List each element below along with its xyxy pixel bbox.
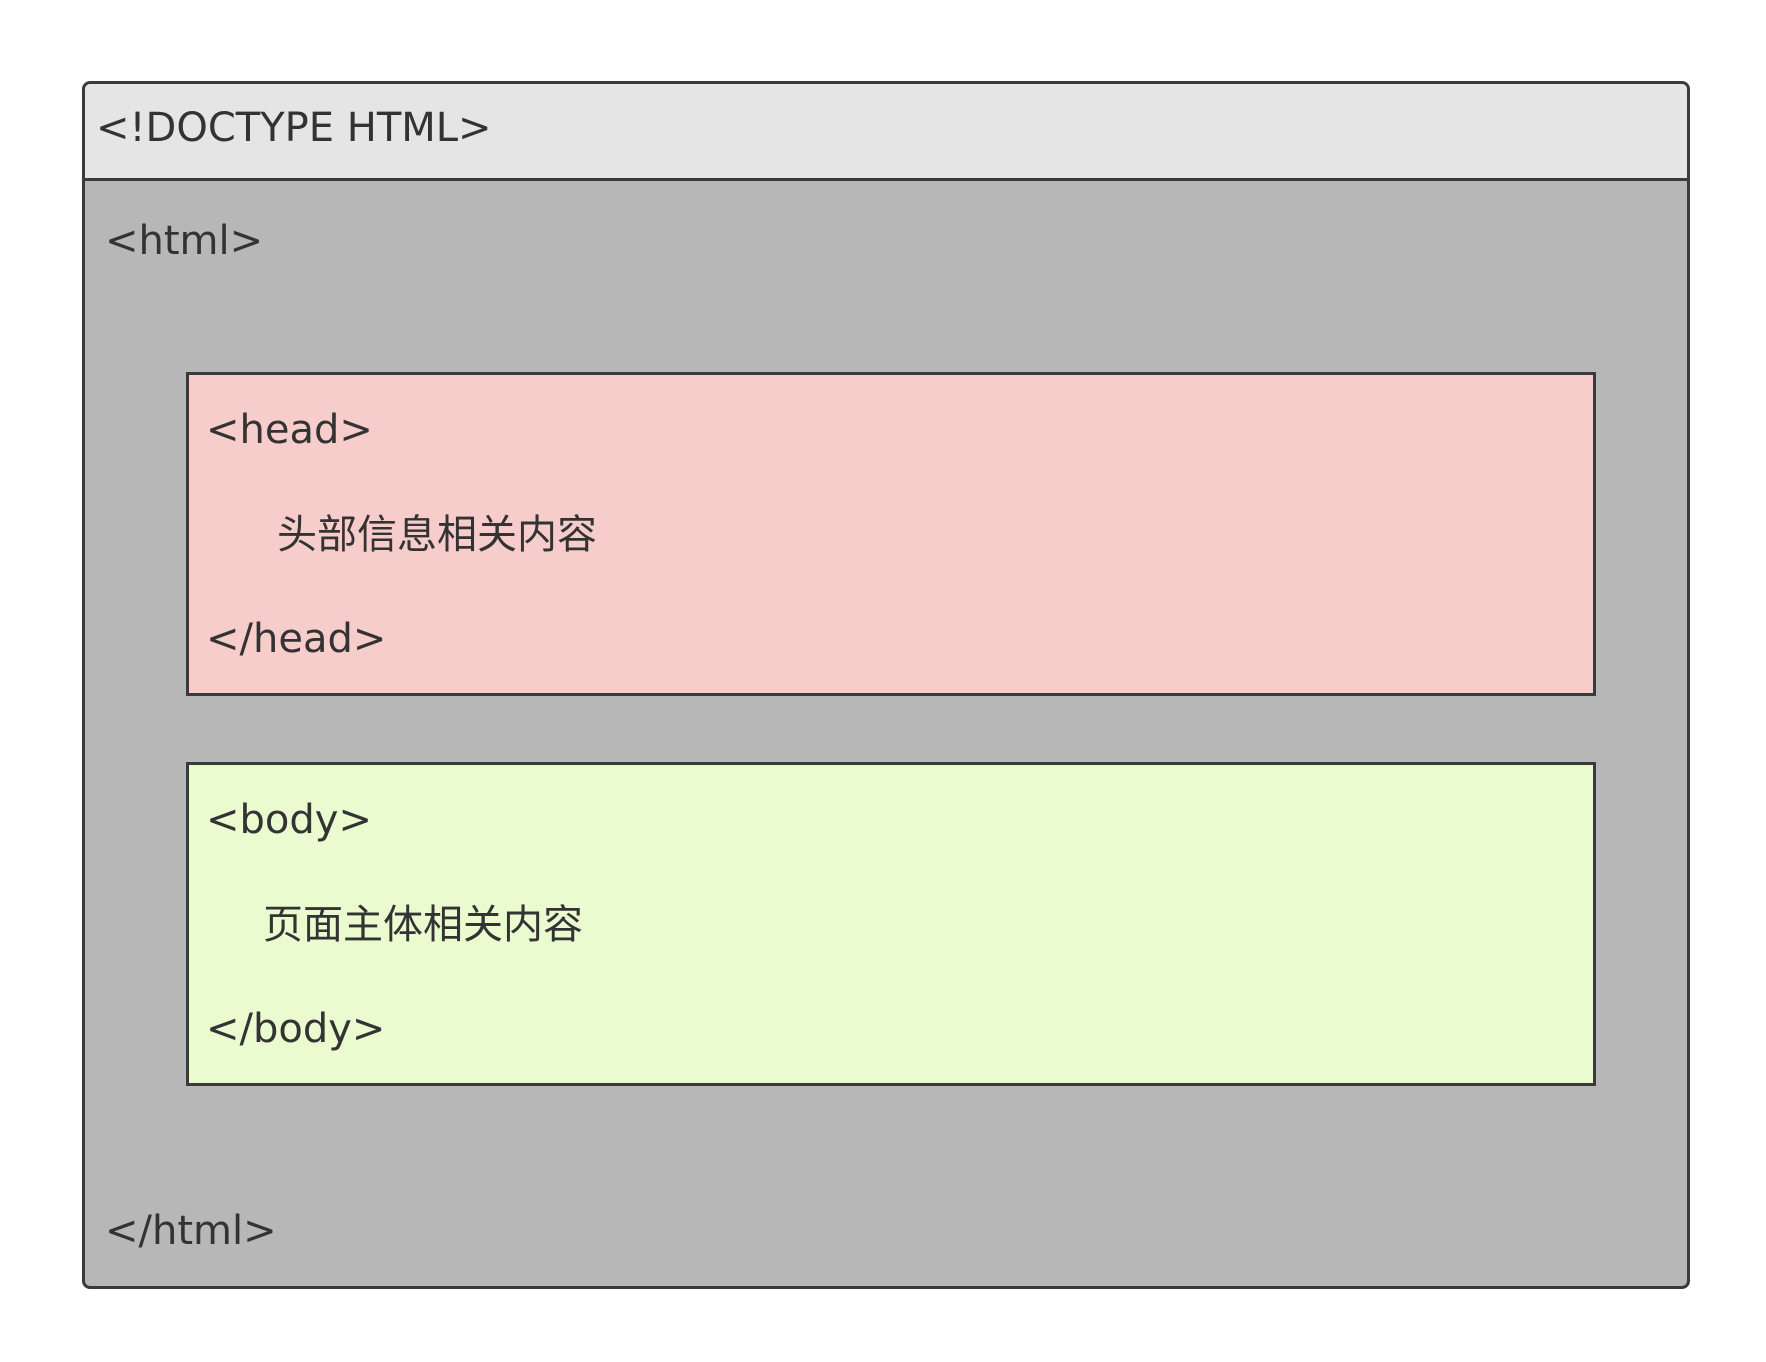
body-close-tag: </body>	[206, 1006, 386, 1052]
body-open-tag: <body>	[206, 797, 372, 843]
body-section: <body> 页面主体相关内容 </body>	[186, 762, 1596, 1086]
head-close-tag: </head>	[206, 616, 387, 662]
head-section: <head> 头部信息相关内容 </head>	[186, 372, 1596, 696]
html-document-diagram: <!DOCTYPE HTML> <html> <head> 头部信息相关内容 <…	[82, 81, 1690, 1289]
head-content-text: 头部信息相关内容	[277, 512, 597, 558]
body-content-text: 页面主体相关内容	[263, 902, 583, 948]
doctype-bar: <!DOCTYPE HTML>	[85, 84, 1687, 181]
doctype-label: <!DOCTYPE HTML>	[96, 105, 492, 151]
head-open-tag: <head>	[206, 407, 373, 453]
html-open-tag: <html>	[105, 218, 264, 264]
html-close-tag: </html>	[105, 1208, 277, 1254]
